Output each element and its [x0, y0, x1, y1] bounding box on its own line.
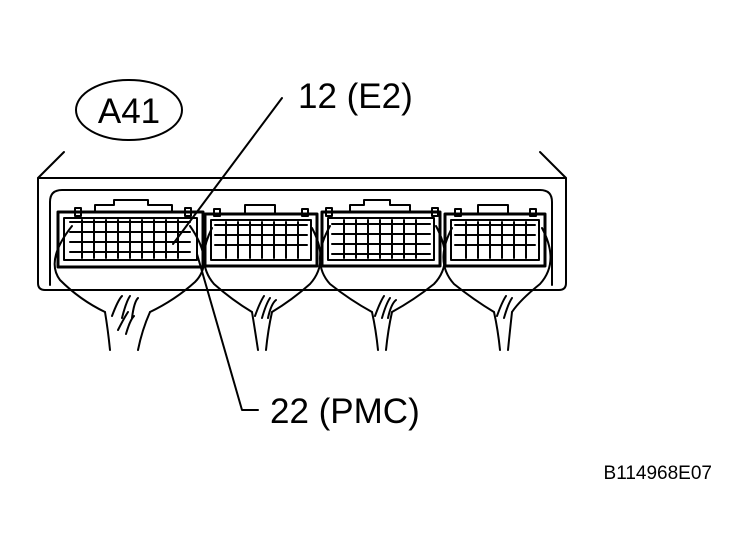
callout-22-pmc: 22 (PMC)	[270, 392, 420, 431]
ecu-housing	[37, 151, 567, 291]
wire-harness-4	[442, 227, 552, 351]
figure-reference: B114968E07	[604, 463, 712, 484]
connector-block-3	[320, 199, 442, 268]
wire-harness-3	[319, 225, 446, 351]
connector-id-label: A41	[98, 92, 160, 131]
wire-harness-2	[203, 227, 322, 351]
leader-line-12	[172, 97, 283, 245]
leader-line-22	[196, 253, 259, 411]
connector-id-ellipse	[75, 79, 183, 141]
wire-harness-1	[53, 225, 205, 351]
connector-block-2	[203, 204, 319, 268]
connector-block-4	[443, 204, 547, 268]
callout-12-e2: 12 (E2)	[298, 77, 413, 116]
